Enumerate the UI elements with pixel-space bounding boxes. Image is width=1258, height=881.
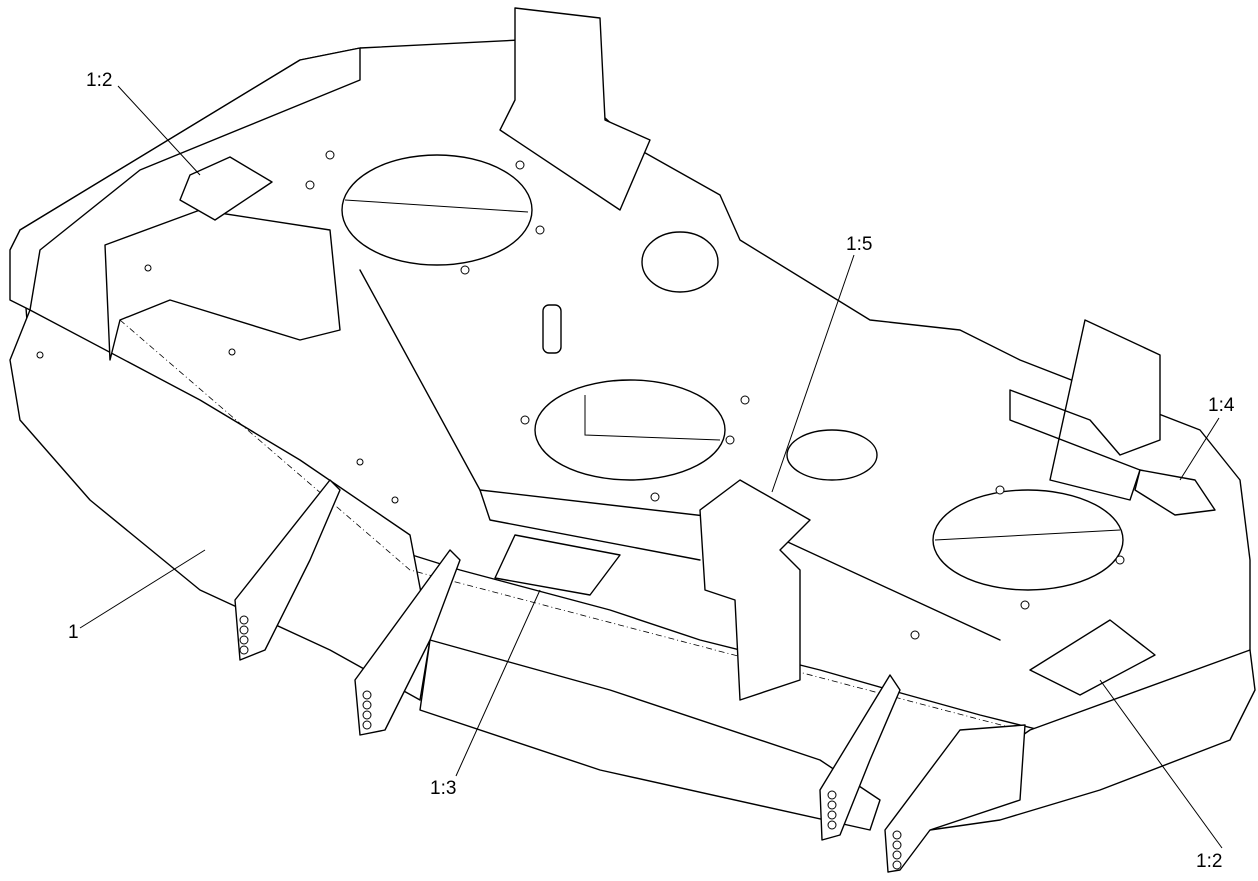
blade-opening-right [932,489,1124,591]
spindle-cover-right [786,429,878,481]
leader-lines [79,85,1223,849]
decal-front-right [1029,619,1156,696]
callout-label: 1:5 [846,234,872,255]
decal-rear-left [179,156,273,221]
deck-rear-skirt [9,47,361,311]
deck-center-ridge-2 [479,489,701,561]
adjustment-holes [36,150,1125,870]
rear-bracket-right [1009,319,1161,501]
deck-front-baffle [419,639,881,831]
lift-plate-4 [884,724,1026,873]
callout-label: 1:4 [1208,395,1235,416]
spindle-cover-left [641,231,719,293]
lift-plate-2 [354,549,461,736]
blade-opening-left [341,154,533,266]
decal-front-center [494,534,621,596]
deck-centerline [119,319,1021,731]
front-bracket-left [104,209,341,361]
lift-plate-1 [234,479,341,661]
rear-bracket-center [499,7,651,211]
front-bracket-center [699,479,811,701]
callout-label: 1 [68,622,79,643]
decal-right [1134,469,1216,516]
callout-label: 1:3 [430,778,456,799]
callout-label: 1:2 [1196,851,1222,872]
deck-center-ridge [359,269,1001,641]
blade-opening-center [534,379,726,481]
lift-plate-3 [819,674,901,841]
callout-label: 1:2 [86,70,112,91]
idler-post [542,304,562,354]
